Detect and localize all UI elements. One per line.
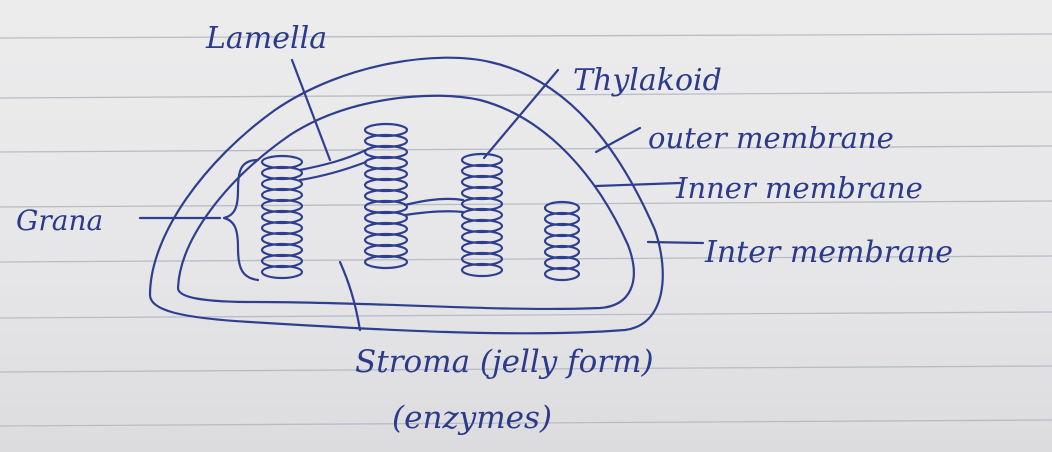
granum-stack-2	[365, 124, 407, 268]
label-inter-membrane: Inter membrane	[704, 235, 953, 270]
label-lamella: Lamella	[205, 21, 327, 56]
leader-lines	[140, 60, 703, 330]
granum-stack-3	[462, 154, 502, 276]
grana-bracket	[224, 160, 258, 280]
label-grana: Grana	[16, 204, 103, 237]
granum-stack-4	[545, 202, 579, 280]
label-thylakoid: Thylakoid	[573, 63, 722, 98]
label-outer-membrane: outer membrane	[648, 121, 894, 155]
label-inner-membrane: Inner membrane	[675, 171, 923, 205]
label-stroma: Stroma (jelly form)	[355, 344, 654, 380]
label-enzymes: (enzymes)	[392, 400, 552, 436]
